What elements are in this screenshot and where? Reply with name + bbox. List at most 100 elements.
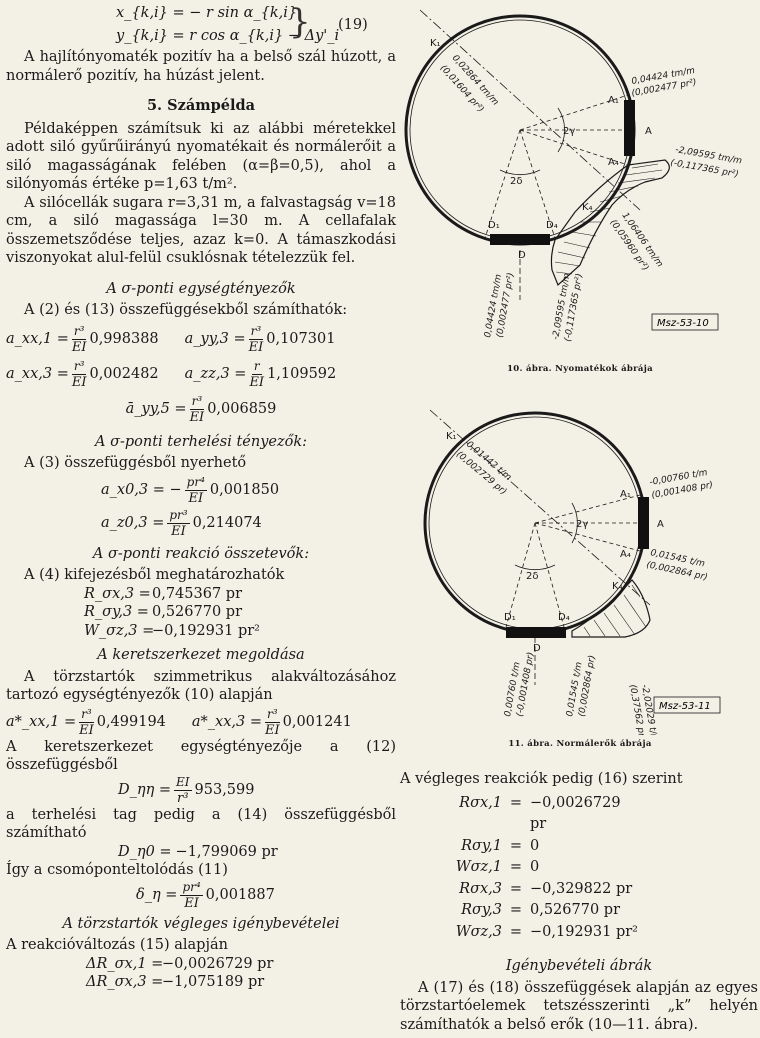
- eq19-line2: y_{k,i} = r cos α_{k,i} − Δy'_i: [116, 28, 340, 44]
- sign-convention: A hajlítónyomaték pozitív ha a belső szá…: [6, 49, 396, 84]
- section-heading-example: 5. Számpélda: [146, 97, 256, 114]
- reaction-list: R_σx,3 =0,745367 pr R_σy,3 =0,526770 pr …: [84, 585, 396, 641]
- eq-rsy3: R_σy,3 =0,526770 pr: [84, 604, 243, 620]
- fig11-caption: 11. ábra. Normálerők ábrája: [508, 739, 652, 749]
- eq-final-rsy3: Rσy,3=0,526770 pr: [461, 902, 621, 918]
- eq-wsz3: W_σz,3 =−0,192931 pr²: [84, 622, 260, 639]
- fig11-label-a: A: [657, 519, 664, 530]
- fig10-ray-a4: [519, 129, 629, 166]
- final-intro: A reakcióváltozás (15) alapján: [6, 937, 228, 953]
- heading-stress-diagrams: Igénybevételi ábrák: [505, 958, 653, 974]
- fig10-label-k1: K₁: [430, 38, 441, 49]
- fig11-label-d1: D₁: [504, 612, 516, 623]
- fig11-member-a: [638, 497, 649, 549]
- eq-delta-rsx3: ΔR_σx,3 =−1,075189 pr: [86, 974, 265, 990]
- final-reactions-intro: A végleges reakciók pedig (16) szerint: [400, 771, 683, 787]
- fig11-ray-d1: [505, 522, 536, 628]
- fig11-arc-delta: [514, 564, 556, 571]
- heading-unit-factors: A σ-ponti egységtényezők: [106, 280, 296, 297]
- figure-11-normal-force-diagram: K₁ A₁ A A₄ K₄ D₁ D₄ D 2γ 2δ 0,01442 t/m …: [423, 409, 721, 735]
- fig10-tag-box: [651, 313, 719, 331]
- example-paragraph-2: A silócellák sugara r=3,31 m, a falvasta…: [6, 194, 396, 267]
- fig10-arc-delta: [499, 169, 541, 176]
- fig10-ray-a1: [519, 94, 629, 131]
- fig11-tag: Msz-53-11: [659, 701, 711, 712]
- fig11-section-line: [429, 409, 651, 606]
- frame-paragraph-3: a terhelési tag pedig a (14) összefüggés…: [6, 806, 396, 842]
- fig11-label-a1: A₁: [620, 489, 631, 500]
- figure-10-moment-diagram: K₁ A₁ A A₄ K₄ D₁ D₄ D 2γ 2δ 0,02864 tm/m…: [404, 9, 743, 343]
- fig11-member-d: [506, 627, 566, 638]
- fig10-member-d: [490, 234, 550, 245]
- load-factors-intro: A (3) összefüggésből nyerhető: [24, 455, 247, 471]
- fig10-label-d: D: [518, 250, 526, 261]
- fig10-ray-d4: [519, 129, 556, 239]
- fig11-label-d4: D₄: [558, 612, 570, 623]
- frame-paragraph-1: A törzstartók szimmetrikus alakváltozásá…: [6, 668, 396, 704]
- eq-final-rsy1: Rσy,1=0: [461, 837, 540, 854]
- fig11-label-2gamma: 2γ: [576, 519, 588, 530]
- fig11-arc-gamma: [571, 502, 578, 544]
- fig11-label-2delta: 2δ: [526, 571, 538, 582]
- frame-paragraph-4: Így a csomóponteltolódás (11): [6, 862, 228, 878]
- eq-final-wsz3: Wσz,3=−0,192931 pr²: [455, 923, 638, 940]
- heading-frame-solution: A keretszerkezet megoldása: [97, 647, 305, 663]
- fig11-label-d: D: [533, 643, 541, 654]
- heading-final-stresses: A törzstartók végleges igénybevételei: [62, 915, 340, 932]
- fig11-label-a4: A₄: [620, 549, 631, 560]
- fig10-caption: 10. ábra. Nyomatékok ábrája: [507, 364, 653, 374]
- eq-d-eta-0: D_η0 =−1,799069 pr: [118, 843, 278, 860]
- eq19-number: (19): [338, 17, 368, 33]
- fig11-thick-members: [506, 497, 649, 638]
- fig10-label-d4: D₄: [546, 220, 558, 231]
- fig10-label-a: A: [645, 126, 652, 137]
- fig10-arc-gamma: [557, 107, 565, 153]
- fig10-label-2gamma: 2γ: [563, 126, 575, 137]
- delta-r-list: ΔR_σx,1 =−0,0026729 pr ΔR_σx,3 =−1,07518…: [86, 955, 396, 992]
- fig10-label-a4: A₄: [608, 157, 619, 168]
- eq-final-wsz1: Wσz,1=0: [455, 859, 540, 875]
- fig10-label-2delta: 2δ: [510, 176, 522, 187]
- fig10-label-k4: K₄: [582, 202, 593, 213]
- fig10-thick-members: [490, 100, 635, 245]
- final-reactions-block: A végleges reakciók pedig (16) szerint R…: [400, 770, 758, 1034]
- example-paragraph-1: Példaképpen számítsuk ki az alábbi méret…: [6, 120, 396, 193]
- equation-19: x_{k,i} = − r sin α_{k,i} y_{k,i} = r co…: [6, 0, 396, 48]
- reaction-intro: A (4) kifejezésből meghatározhatók: [24, 567, 285, 583]
- heading-reaction-components: A σ-ponti reakció összetevők:: [92, 545, 310, 562]
- fig10-member-a: [624, 100, 635, 156]
- fig11-label-k1: K₁: [446, 431, 457, 442]
- heading-load-factors: A σ-ponti terhelési tényezők:: [94, 433, 308, 450]
- eq-final-rsx3: Rσx,3=−0,329822 pr: [459, 880, 633, 897]
- fig10-tag: Msz-53-10: [657, 318, 709, 329]
- frame-paragraph-2: A keretszerkezet egységtényezője a (12) …: [6, 738, 396, 774]
- fig11-ray-d4: [534, 522, 565, 628]
- fig10-label-a1: A₁: [608, 95, 619, 106]
- eq-final-rsx1: Rσx,1=−0,0026729 pr: [459, 794, 621, 833]
- fig11-hatch: [583, 584, 647, 637]
- fig10-moment-curve: [550, 159, 670, 287]
- fig10-ray-d1: [484, 129, 521, 239]
- unit-factors-intro: A (2) és (13) összefüggésekből számíthat…: [24, 302, 348, 318]
- final-reactions-list: Rσx,1=−0,0026729 pr Rσy,1=0 Wσz,1=0 Rσx,…: [440, 793, 758, 944]
- eq19-line1: x_{k,i} = − r sin α_{k,i}: [116, 5, 298, 21]
- fig10-label-d1: D₁: [488, 220, 500, 231]
- fig10-hatch: [554, 163, 663, 275]
- stress-diagrams-paragraph: A (17) és (18) összefüggések alapján az …: [400, 979, 758, 1033]
- fig11-tag-box: [653, 696, 721, 714]
- fig11-normal-curve: [571, 579, 651, 638]
- eq-delta-rsx1: ΔR_σx,1 =−0,0026729 pr: [86, 955, 274, 972]
